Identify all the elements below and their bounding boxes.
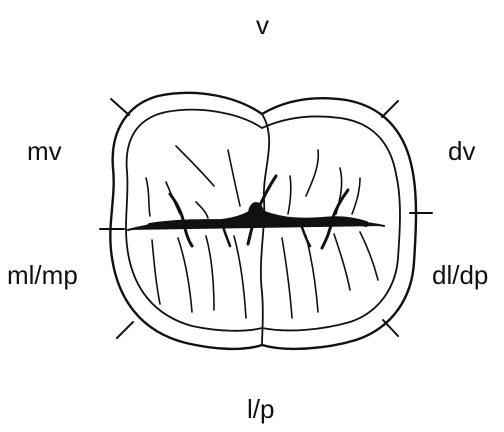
tick-ml xyxy=(117,322,133,338)
lower-right-cusp-lines xyxy=(282,232,378,318)
label-l-p: l/p xyxy=(247,396,274,422)
dividing-groove xyxy=(261,114,269,345)
label-dv: dv xyxy=(448,138,475,164)
label-dl-dp: dl/dp xyxy=(432,262,488,288)
tick-mv xyxy=(111,99,129,115)
upper-left-cusp-lines xyxy=(146,146,240,218)
lower-left-cusp-lines xyxy=(152,236,246,318)
tick-dv xyxy=(382,101,398,117)
label-v: v xyxy=(256,12,269,38)
upper-right-cusp-lines xyxy=(288,150,360,214)
central-fissure xyxy=(128,176,384,248)
label-ml-mp: ml/mp xyxy=(7,262,78,288)
label-mv: mv xyxy=(27,138,62,164)
